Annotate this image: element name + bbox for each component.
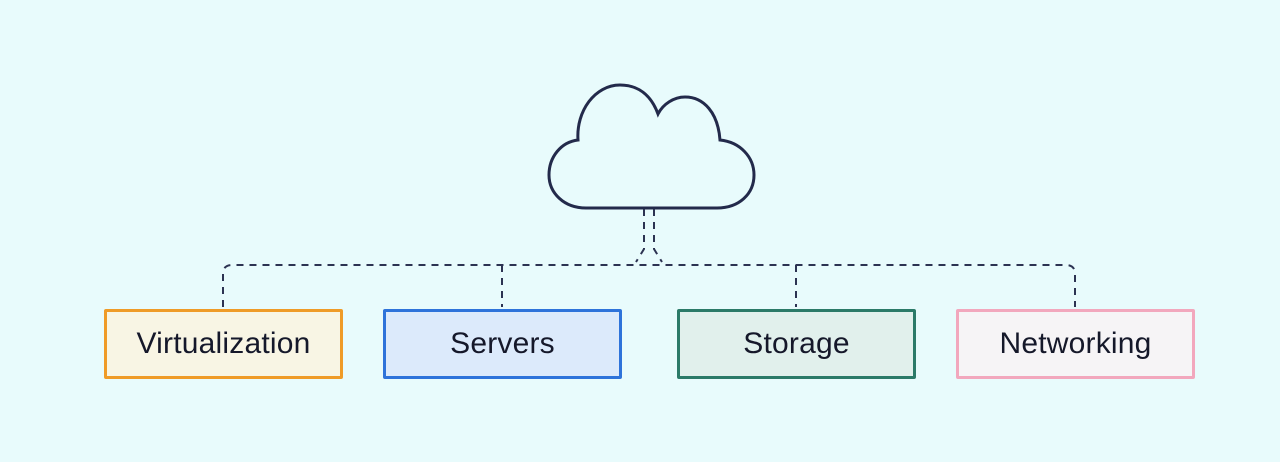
- node-storage[interactable]: Storage: [677, 309, 916, 379]
- cloud-stem-right: [653, 209, 663, 263]
- cloud-icon: [547, 83, 756, 210]
- node-servers[interactable]: Servers: [383, 309, 622, 379]
- node-virtualization[interactable]: Virtualization: [104, 309, 343, 379]
- cloud-stem-left: [635, 209, 645, 263]
- node-networking[interactable]: Networking: [956, 309, 1195, 379]
- node-virtualization-label: Virtualization: [136, 327, 311, 360]
- node-networking-label: Networking: [999, 327, 1152, 360]
- node-servers-label: Servers: [450, 327, 555, 360]
- connector-bus: [222, 264, 1076, 307]
- node-storage-label: Storage: [743, 327, 850, 360]
